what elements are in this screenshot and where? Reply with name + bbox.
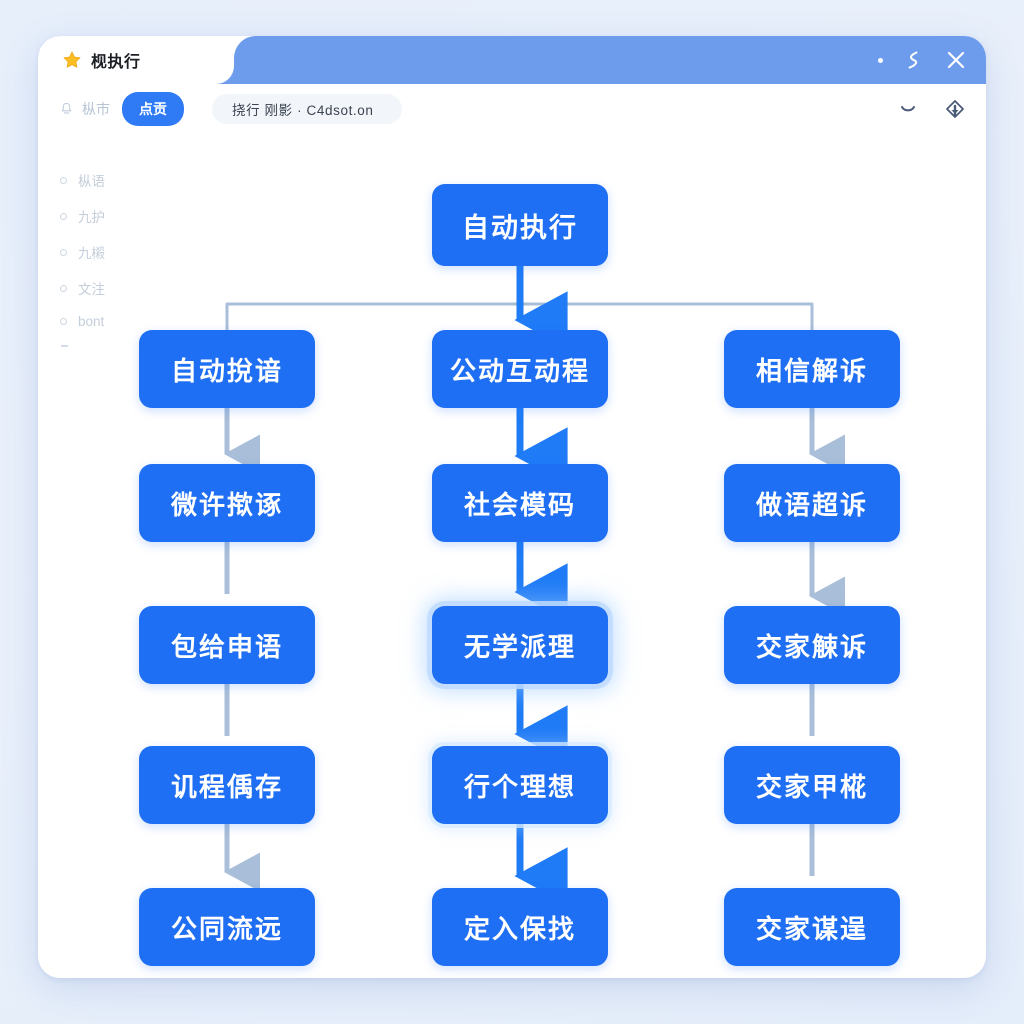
flow-node-center-4[interactable]: 定入保找 [432, 888, 608, 966]
diamond-icon[interactable] [944, 98, 966, 120]
toolbar-pill-button[interactable]: 点贡 [122, 92, 184, 126]
sidebar-item-2[interactable]: 九樧 [60, 242, 170, 262]
sidebar-item-5[interactable] [60, 345, 170, 347]
bullet-icon [60, 212, 67, 220]
bullet-icon [60, 284, 67, 292]
title-bar: 枧执行 [38, 36, 986, 84]
flow-node-left-2[interactable]: 包给申语 [139, 606, 315, 684]
flow-node-right-4[interactable]: 交家谋逞 [724, 888, 900, 966]
browser-tab-active[interactable]: 枧执行 [38, 36, 234, 84]
tab-title: 枧执行 [91, 54, 141, 71]
app-window: 枧执行 [38, 36, 986, 978]
flow-node-center-3[interactable]: 行个理想 [432, 746, 608, 824]
toolbar-ghost-label: 枞市 [82, 101, 110, 117]
flowchart-canvas: 自动执行 自动挩谙 微许揿诼 包给申语 讥程偊存 公同流远 公动互动程 社会模码… [38, 134, 986, 978]
toolbar: 枞市 点贡 挠行 刚影 · C4dsot.on [38, 84, 986, 134]
bullet-icon [60, 318, 67, 325]
dash-icon [61, 345, 68, 347]
sidebar-item-0[interactable]: 枞语 [60, 170, 170, 190]
flow-node-center-0[interactable]: 公动互动程 [432, 330, 608, 408]
window-controls [878, 36, 968, 84]
chevron-down-icon[interactable] [898, 102, 918, 116]
sidebar: 枞语 九护 九樧 文注 bont [60, 170, 170, 347]
star-icon [63, 51, 81, 68]
flow-node-right-0[interactable]: 相信解诉 [724, 330, 900, 408]
sidebar-item-label: bont [78, 314, 105, 329]
flow-node-right-1[interactable]: 做语超诉 [724, 464, 900, 542]
flow-node-left-0[interactable]: 自动挩谙 [139, 330, 315, 408]
flow-node-left-1[interactable]: 微许揿诼 [139, 464, 315, 542]
address-input[interactable]: 挠行 刚影 · C4dsot.on [232, 103, 374, 118]
dot-indicator-icon[interactable] [878, 57, 883, 63]
flow-node-left-3[interactable]: 讥程偊存 [139, 746, 315, 824]
tab-corner-curve [234, 36, 256, 58]
flow-node-left-4[interactable]: 公同流远 [139, 888, 315, 966]
sidebar-item-1[interactable]: 九护 [60, 206, 170, 226]
sidebar-item-4[interactable]: bont [60, 314, 170, 329]
sidebar-item-3[interactable]: 文注 [60, 278, 170, 298]
flow-node-root[interactable]: 自动执行 [432, 184, 608, 266]
toolbar-ghost-item[interactable]: 枞市 [60, 99, 110, 119]
sidebar-item-label: 文注 [78, 282, 105, 297]
lightning-icon[interactable] [905, 50, 922, 70]
sidebar-item-label: 九樧 [78, 246, 105, 261]
toolbar-right-group [898, 98, 966, 120]
toolbar-left-group: 枞市 点贡 挠行 刚影 · C4dsot.on [60, 92, 402, 126]
flow-connectors [224, 264, 846, 905]
bullet-icon [60, 176, 67, 184]
close-icon[interactable] [944, 48, 968, 72]
flow-node-right-3[interactable]: 交家甲椛 [724, 746, 900, 824]
bullet-icon [60, 248, 67, 256]
sidebar-item-label: 九护 [78, 210, 105, 225]
sidebar-item-label: 枞语 [78, 174, 105, 189]
flow-node-center-2-selected[interactable]: 无学派理 [432, 606, 608, 684]
address-bar[interactable]: 挠行 刚影 · C4dsot.on [212, 94, 402, 124]
flow-node-center-1[interactable]: 社会模码 [432, 464, 608, 542]
flow-node-right-2[interactable]: 交家觫诉 [724, 606, 900, 684]
bell-icon [61, 102, 72, 114]
